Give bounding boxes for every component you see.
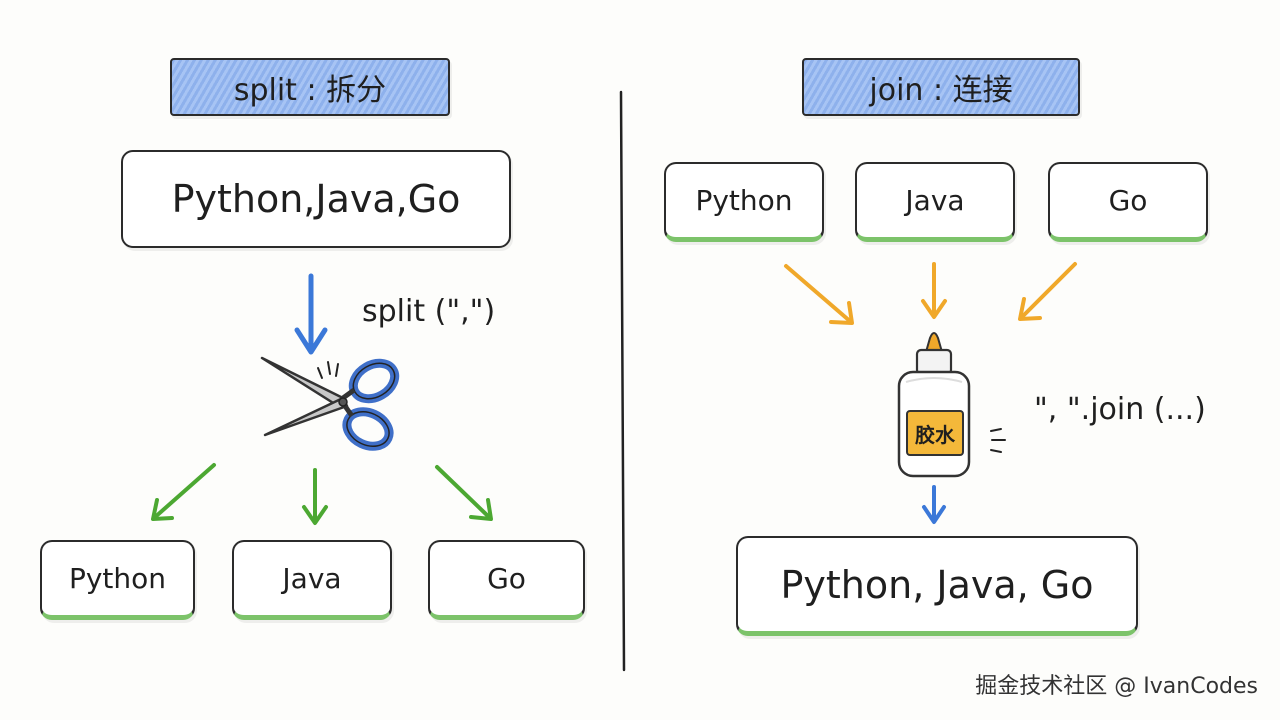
split-output-python: Python <box>40 540 195 620</box>
scissors-icon <box>260 356 400 451</box>
join-title-text: join : 连接 <box>869 73 1013 108</box>
split-input-text: Python,Java,Go <box>171 177 461 221</box>
split-output-java: Java <box>232 540 392 620</box>
split-output-java-text: Java <box>282 562 342 595</box>
split-input-box: Python,Java,Go <box>121 150 511 248</box>
join-title: join : 连接 <box>802 58 1080 116</box>
split-title: split : 拆分 <box>170 58 450 116</box>
join-input-arrows <box>784 262 1077 325</box>
split-title-text: split : 拆分 <box>233 73 387 108</box>
glue-label: 胶水 <box>906 410 964 456</box>
split-output-python-text: Python <box>68 562 167 595</box>
join-call-label: ", ".join (...) <box>1034 392 1206 427</box>
join-down-arrow <box>922 485 946 524</box>
split-output-go-text: Go <box>487 562 526 595</box>
join-input-java: Java <box>855 162 1015 242</box>
split-output-arrows <box>151 463 493 525</box>
split-output-go: Go <box>428 540 585 620</box>
center-divider <box>619 90 626 672</box>
join-output-text: Python, Java, Go <box>780 562 1094 607</box>
join-input-java-text: Java <box>905 184 965 217</box>
join-input-go-text: Go <box>1108 184 1148 217</box>
join-input-go: Go <box>1048 162 1208 242</box>
join-output-box: Python, Java, Go <box>736 536 1138 636</box>
join-input-python: Python <box>664 162 824 242</box>
split-down-arrow <box>294 273 328 355</box>
watermark: 掘金技术社区 @ IvanCodes <box>975 674 1258 699</box>
join-input-python-text: Python <box>695 184 793 217</box>
split-call-label: split (",") <box>362 294 496 329</box>
